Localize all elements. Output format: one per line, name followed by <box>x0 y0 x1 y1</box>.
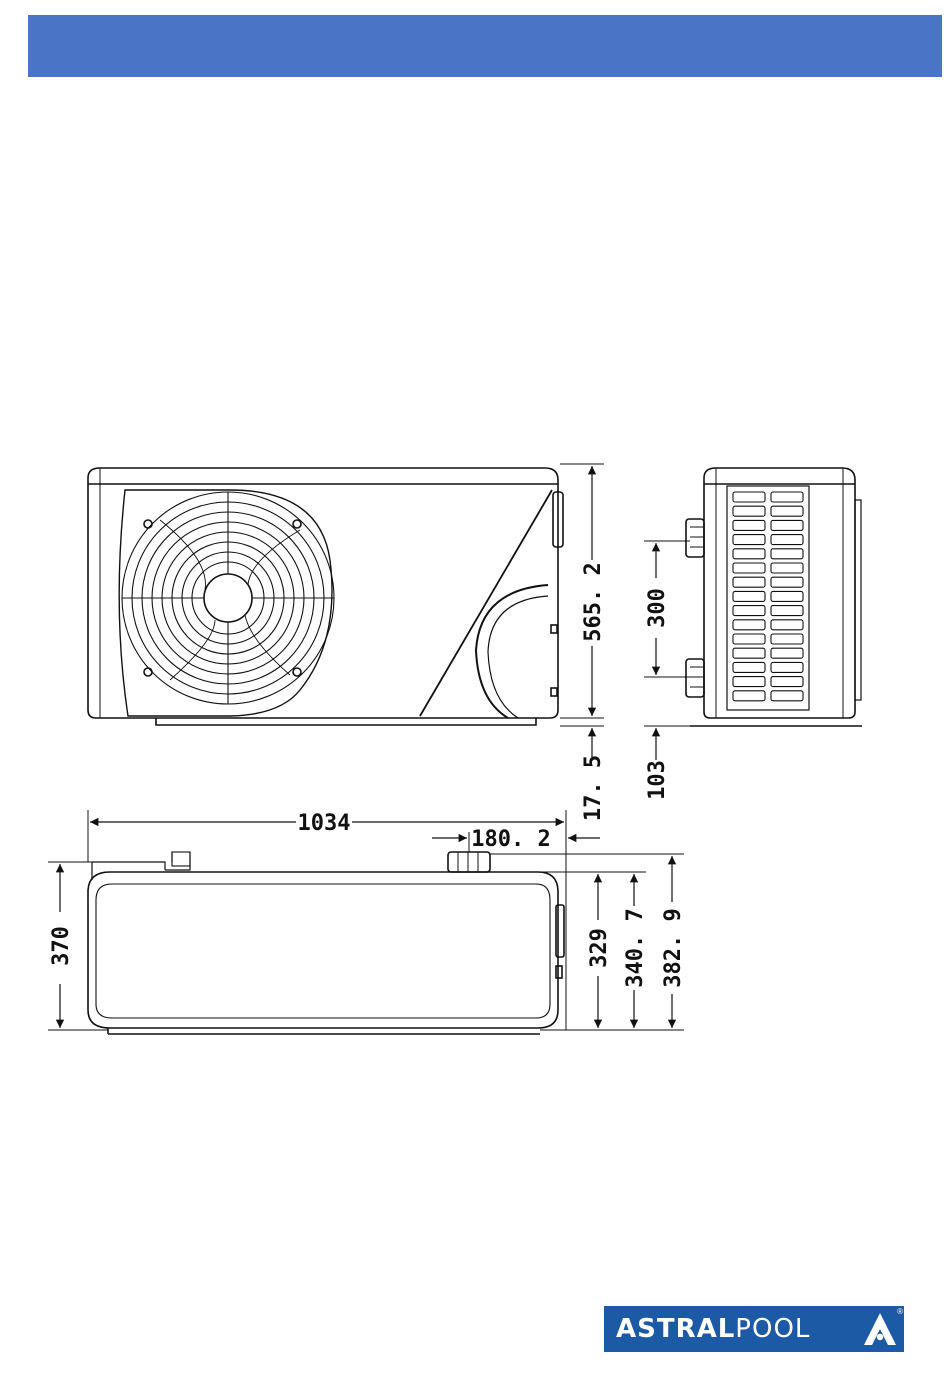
louver-slot <box>733 506 765 516</box>
louver-slot <box>771 691 803 701</box>
louver-slot <box>733 634 765 644</box>
louver-slot <box>733 492 765 502</box>
louver-slot <box>733 535 765 545</box>
top-dimensions: 1034 180. 2 370 329 340. 7 382. 9 <box>48 810 686 1030</box>
dim-top-depth-left: 370 <box>49 926 74 966</box>
louver-slot <box>733 591 765 601</box>
louver-slot <box>733 577 765 587</box>
louver-slot <box>771 634 803 644</box>
top-view <box>88 852 564 1034</box>
registered-mark: ® <box>897 1307 903 1316</box>
louver-slot <box>733 662 765 672</box>
front-dimensions: 565. 2 17. 5 <box>560 464 606 821</box>
louver-slot <box>733 563 765 573</box>
louver-slot <box>733 520 765 530</box>
louver-slot <box>733 648 765 658</box>
fan-guard <box>122 492 334 704</box>
louver-slot <box>771 648 803 658</box>
dim-top-depth-2: 340. 7 <box>623 908 648 987</box>
dim-front-height: 565. 2 <box>581 562 606 641</box>
dim-top-depth-1: 329 <box>587 928 612 968</box>
louver-slot <box>771 535 803 545</box>
front-view <box>88 468 563 725</box>
louver-slot <box>771 520 803 530</box>
louver-slot <box>771 620 803 630</box>
dim-front-foot: 17. 5 <box>581 755 606 821</box>
logo-text: ASTRALPOOL <box>616 1314 810 1344</box>
astralpool-triangle-icon <box>860 1309 900 1349</box>
dim-top-depth-3: 382. 9 <box>661 908 686 987</box>
side-dimensions: 300 103 <box>644 541 690 800</box>
side-view <box>686 468 862 726</box>
louver-slot <box>771 549 803 559</box>
louver-slot <box>733 691 765 701</box>
dim-side-foot: 103 <box>645 760 670 800</box>
dim-top-length: 1034 <box>298 811 351 836</box>
louver-slot <box>771 577 803 587</box>
logo-text-light: POOL <box>735 1314 810 1344</box>
astralpool-logo: ASTRALPOOL ® <box>604 1306 904 1352</box>
dim-side-connector-spacing: 300 <box>645 588 670 628</box>
logo-text-bold: ASTRAL <box>616 1314 735 1344</box>
louver-slot <box>771 492 803 502</box>
louver-slot <box>771 677 803 687</box>
louver-slot <box>733 620 765 630</box>
louver-slot <box>733 549 765 559</box>
louver-slot <box>771 662 803 672</box>
dim-top-connector-offset: 180. 2 <box>471 827 550 852</box>
louver-slot <box>771 563 803 573</box>
louver-slot <box>771 506 803 516</box>
louver-slot <box>771 591 803 601</box>
louver-slot <box>733 606 765 616</box>
louver-slot <box>771 606 803 616</box>
louver-slot <box>733 677 765 687</box>
